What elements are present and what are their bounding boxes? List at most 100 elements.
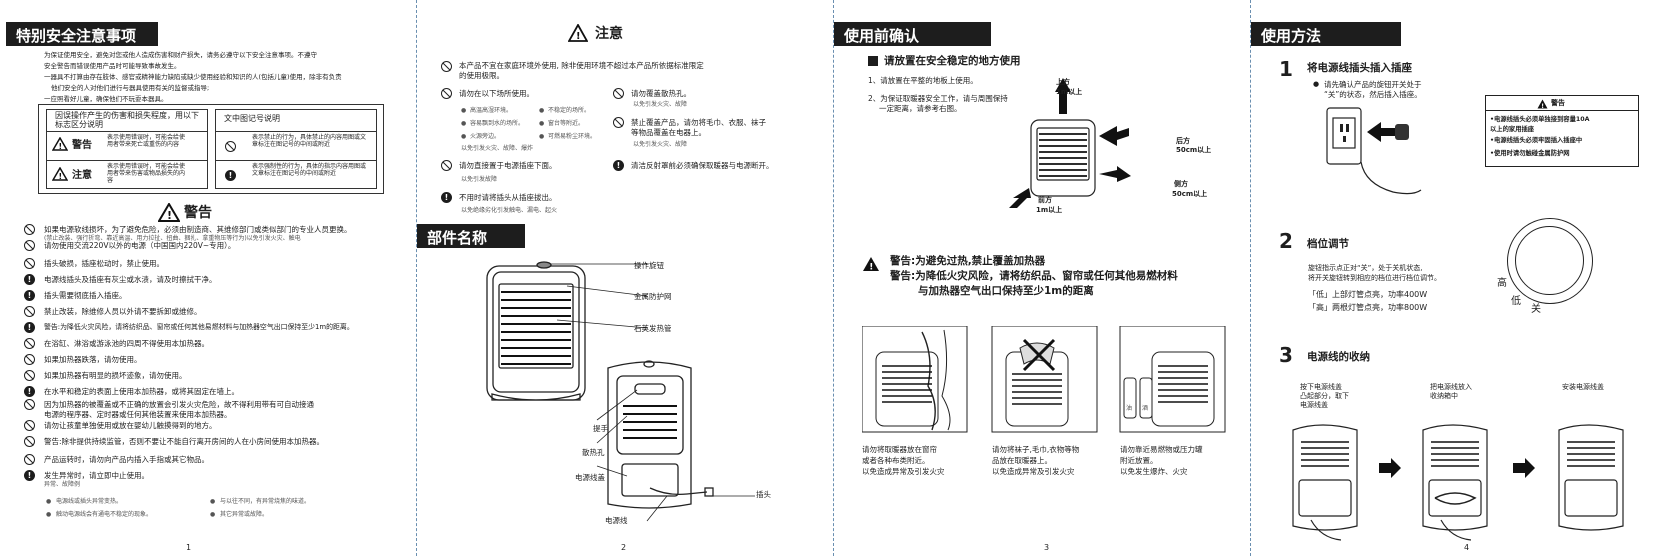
caution-desc: 表示使用错误时，可能会给使用者带来伤害或物品损失的内容 [107,163,186,184]
abnormal-item: 触动电源线会有通电不稳定的现象。 [56,511,153,518]
attn-line: 请勿覆盖散热孔。 [631,89,691,98]
dist-label: 后方 [1176,137,1190,145]
intro-line: 他们安全的人对他们进行与器具使用有关的监督或指导; [51,84,210,92]
safety-item: 如果加热器跌落，请勿使用。 [44,355,142,364]
safety-item-sub: (禁止改装、强行折弯、靠近高温、用力拉扯、扭曲、捆扎、拿重物压等行为)以免引发火… [44,235,301,242]
severity-legend-title: 因误操作产生的伤害和损失程度，用以下标志区分说明 [55,111,199,129]
overheat-warning: 警告:为避免过热,禁止覆盖加热器 [890,255,1046,267]
safety-item: 在浴缸、淋浴或游泳池的四周不得使用本加热器。 [44,339,209,348]
safety-item: 禁止改装，除维修人员以外请不要拆卸或维修。 [44,307,202,316]
attn-sub: 以免引发火灾、故障 [633,101,688,108]
plug-warning-title: 警告 [1551,99,1565,107]
safety-item: 发生异常时，请立即中止使用。 [44,471,149,480]
page-number: 2 [621,543,627,552]
step3c-text: 安装电源线盖 [1562,383,1604,391]
prohibit-row: 表示禁止的行为，具体禁止的内容用图或文章标注在图记号的中间或附近 [216,131,376,160]
caption: 请勿将袜子,毛巾,衣物等物 [992,445,1080,454]
step3b-text: 收纳箱中 [1430,392,1458,400]
prohibit-icon [24,224,35,235]
legend-box: 因误操作产生的伤害和损失程度，用以下标志区分说明 ! 警告 表示使用错误时，可能… [38,104,384,194]
prohibit-desc: 表示禁止的行为，具体禁止的内容用图或文章标注在图记号的中间或附近 [252,134,367,148]
step2-text: 旋钮指示点正对“关”，处于关机状态, [1308,264,1423,272]
attn-line: 请勿直接置于电源插座下面。 [459,161,557,170]
mandatory-icon: ! [24,290,35,301]
step3a-text: 电源线盖 [1300,401,1328,409]
placement-step: 一定距离，请参考右图。 [879,104,962,113]
caption: 以免造成异常及引发火灾 [862,467,945,476]
dist-label: 前方 [1038,196,1052,204]
part-label: 石英发热管 [634,324,672,333]
intro-line: 为保证使用安全，避免对您或他人造成伤害和财产损失，请务必遵守以下安全注意事项。不… [44,51,317,59]
step3-title: 电源线的收纳 [1307,351,1370,363]
fire-warning: 警告:为降低火灾风险，请将纺织品、窗帘或任何其他易燃材料 [890,270,1178,282]
place-item: 火源旁边。 [470,133,501,140]
step2-title: 档位调节 [1307,238,1349,250]
fold-line-3 [1250,0,1251,556]
page1-header: 特别安全注意事项 [6,22,158,46]
step-number: 1 [1279,57,1293,81]
part-label: 电源线盖 [575,473,605,482]
square-bullet [868,56,878,66]
place-item: 不稳定的场所。 [548,107,591,114]
parts-header: 部件名称 [417,224,525,248]
warning-triangle-icon: ! [1537,99,1548,109]
safety-item: 在水平和稳定的表面上使用本加热器，或将其固定在墙上。 [44,387,239,396]
page3-header: 使用前确认 [834,22,991,46]
part-label: 散热孔 [582,448,605,457]
part-label: 操作旋钮 [634,261,664,270]
big-warning-title: 警告 [184,205,212,221]
safety-item-sub: 异常、故障例 [44,481,81,488]
caption: 以免造成异常及引发火灾 [992,467,1075,476]
safety-item: 产品运转时，请勿向产品内插入手指或其它物品。 [44,455,209,464]
safety-item: 如果电源软线损坏，为了避免危险，必须由制造商、其维修部门或类似部门的专业人员更换… [44,225,352,234]
warn-desc: 表示使用错误时，可能会给使用者带来死亡或重伤的内容 [107,134,186,148]
placement-step: 2、为保证取暖器安全工作，请与周围保持 [868,94,1008,103]
jar-label: 油 [1126,405,1133,412]
dist-value: 1m以上 [1036,206,1063,214]
mandatory-icon: ! [24,386,35,397]
attention-title: 注意 [595,26,623,42]
page-2: ! 注意 本产品不宜在家庭环境外使用, 除非使用环境不超过本产品所依据标准限定 … [417,0,833,556]
prohibit-icon [24,420,35,431]
place-item: 窗台等附近。 [548,120,585,127]
svg-text:!: ! [1541,103,1544,109]
safety-item: 因为加热器的被覆盖或不正确的放置会引发火灾危险，故不得利用带有可自动接通 [44,400,314,409]
dist-value: 50cm以上 [1176,146,1212,154]
safety-item: 请勿让孩童单独使用或放在婴幼儿触摸得到的地方。 [44,421,217,430]
prohibit-icon [24,370,35,381]
plug-warning-item: •电源线插头必须单独接到容量10A [1490,116,1590,123]
prohibit-icon [441,61,452,72]
safety-item: 插头需要彻底插入插座。 [44,291,127,300]
step-number: 2 [1279,229,1293,253]
page-number: 1 [186,543,192,552]
safety-item: 请勿使用交流220V以外的电源（中国国内220V~专用）。 [44,241,236,250]
page4-header: 使用方法 [1251,22,1401,46]
intro-line: 一器具不打算由存在肢体、感官或精神能力缺陷或缺少使用经验和知识的人(包括儿童)使… [44,73,342,81]
abnormal-item: 电源线或插头异常变热。 [56,498,123,505]
big-warning-icon: ! [158,203,180,222]
dist-value: 50cm以上 [1172,190,1208,198]
plug-warning-box: ! 警告 •电源线插头必须单独接到容量10A 以上的家用插座 •电源线插头必须牢… [1485,95,1639,167]
dial-inner-ring [1515,226,1584,295]
caption: 以免发生爆炸、火灾 [1120,467,1188,476]
place-item: 可燃易粉尘环境。 [548,133,597,140]
fold-line-2 [833,0,834,556]
caption: 附近放置。 [1120,456,1158,465]
attn-line: 的使用极限。 [459,71,504,80]
warning-triangle-icon: ! [52,137,68,151]
attn-sub: 以免绝缘劣化引发触电、漏电、起火 [461,207,558,214]
caption: 请勿靠近易燃物或压力罐 [1120,445,1203,454]
placement-examples [862,326,1226,433]
part-label: 提手 [593,424,608,433]
safety-item: 电源线插头及插座有灰尘或水渍，请及时擦拭干净。 [44,275,217,284]
caption: 品放在取暖器上。 [992,456,1052,465]
prohibit-icon [24,240,35,251]
caption: 请勿将取暖器放在窗帘 [862,445,937,454]
dist-value: 1m以上 [1056,88,1083,96]
mandatory-icon: ! [225,170,236,181]
dial-high: 高 [1497,278,1507,289]
page-number: 4 [1464,543,1470,552]
mandatory-icon: ! [24,274,35,285]
prohibit-icon [225,141,236,152]
prohibit-icon [24,354,35,365]
